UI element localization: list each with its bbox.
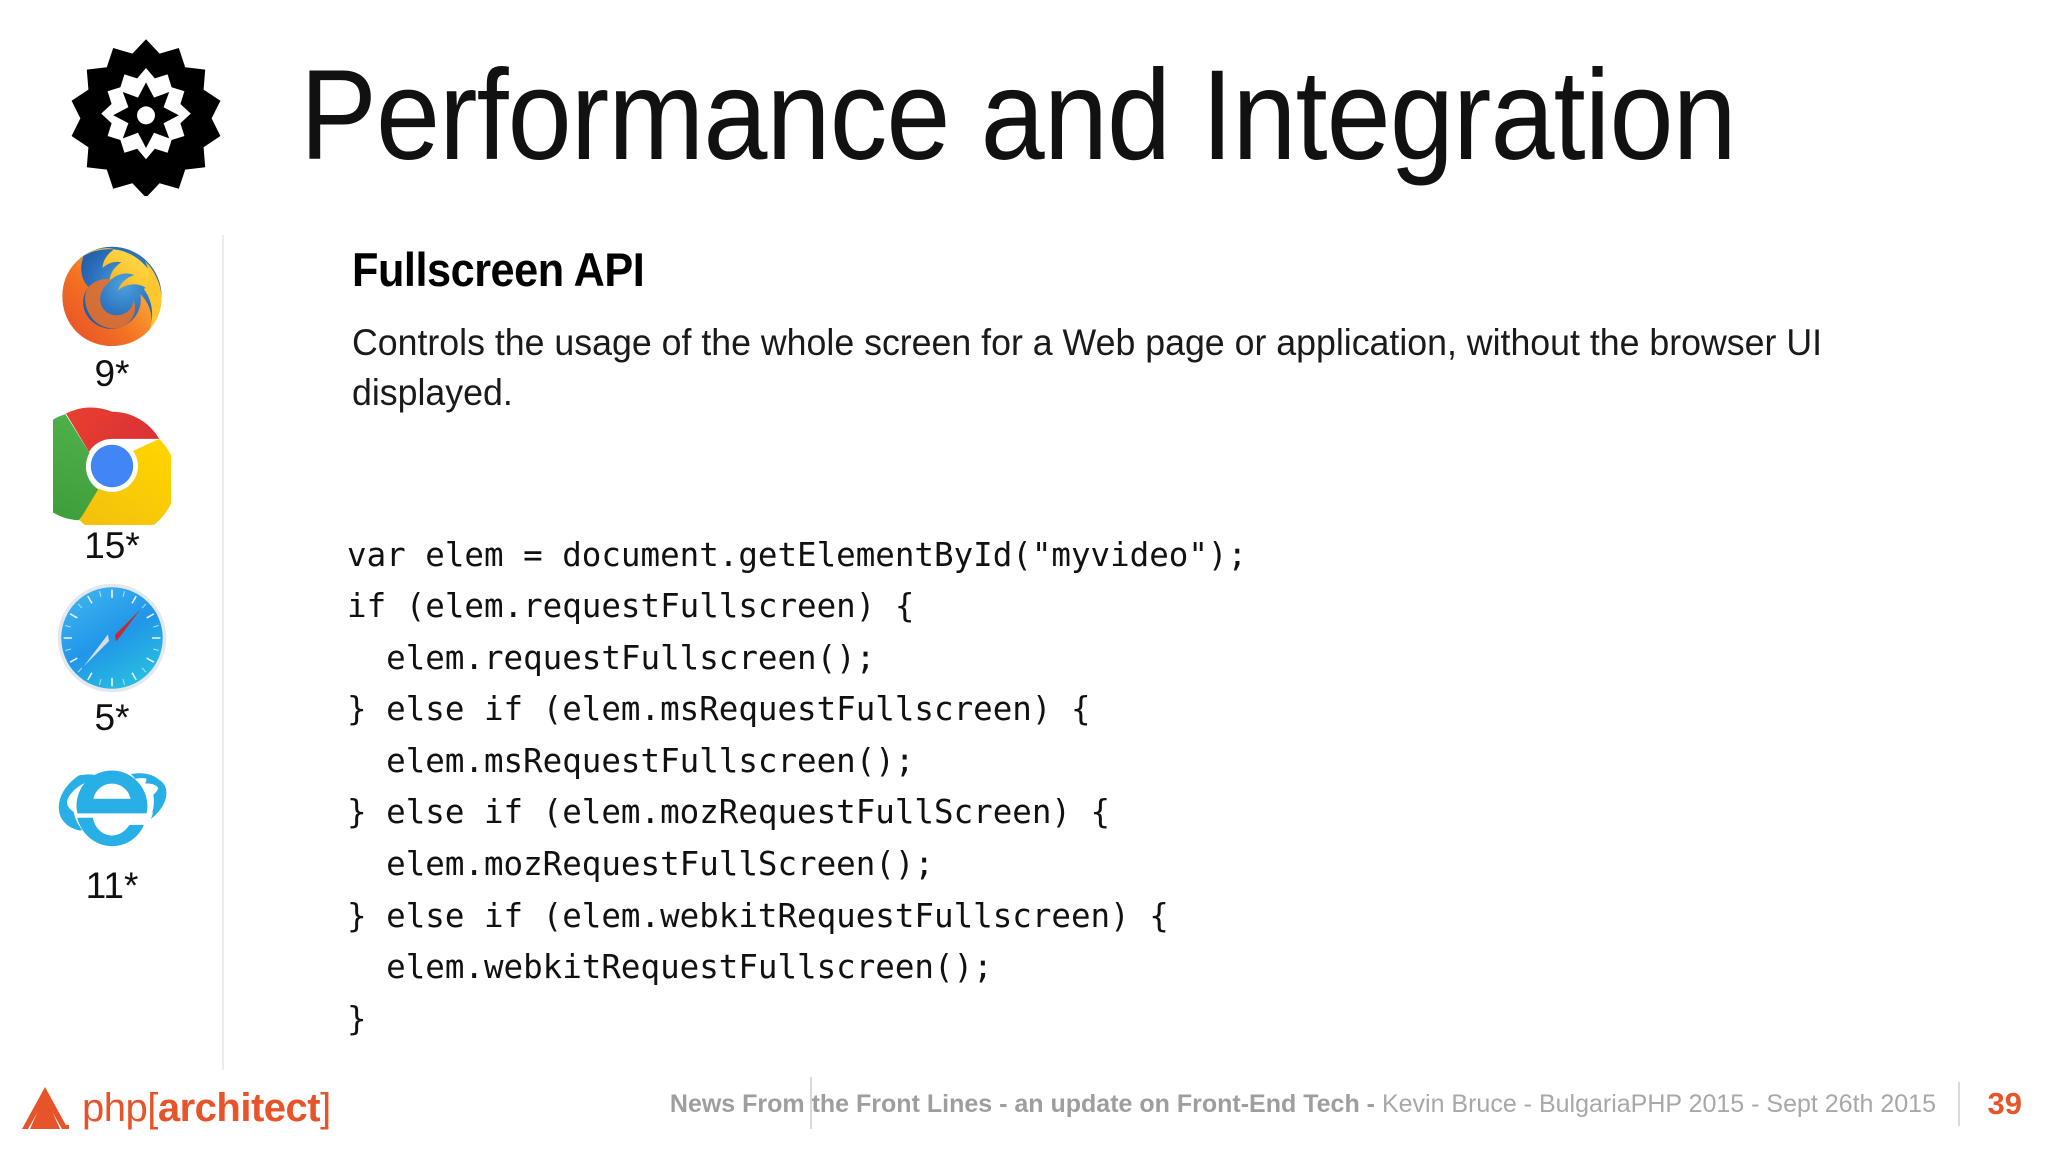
- chrome-icon: [53, 407, 171, 525]
- php-architect-logo: php[architect]: [20, 1080, 331, 1136]
- browser-support-firefox: 9*: [0, 235, 224, 392]
- logo-text-close: ]: [320, 1086, 331, 1130]
- footer-talk-title: News From the Front Lines - an update on…: [669, 1090, 1382, 1118]
- footer-meta: News From the Front Lines - an update on…: [670, 1092, 1936, 1117]
- api-description: Controls the usage of the whole screen f…: [352, 322, 1823, 413]
- browser-version-safari: 5*: [94, 697, 130, 738]
- browser-support-ie: 11*: [0, 747, 224, 904]
- main-content: Fullscreen API Controls the usage of the…: [347, 243, 2012, 1038]
- logo-text-light: php[: [82, 1086, 158, 1130]
- browser-version-ie: 11*: [85, 865, 139, 906]
- page-title: Performance and Integration: [300, 44, 1737, 187]
- footer-speaker-meta: Kevin Bruce - BulgariaPHP 2015 - Sept 26…: [1381, 1090, 1936, 1118]
- page-number: 39: [1987, 1086, 2022, 1121]
- code-sample: var elem = document.getElementById("myvi…: [347, 535, 1248, 1038]
- browser-support-safari: 5*: [0, 579, 224, 736]
- browser-version-firefox: 9*: [94, 353, 130, 394]
- footer-divider: [810, 1077, 812, 1129]
- gear-flower-icon: [71, 39, 221, 196]
- slide-header: Performance and Integration: [0, 0, 2048, 225]
- triangle-icon: [22, 1087, 69, 1129]
- safari-icon: [57, 583, 167, 693]
- firefox-icon: [62, 246, 162, 346]
- logo-text-bold: architect: [157, 1086, 321, 1130]
- footer-page-divider: [1958, 1082, 1960, 1126]
- internet-explorer-icon: [58, 770, 167, 847]
- slide-footer: php[architect] News From the Front Lines…: [0, 1068, 2048, 1152]
- php-architect-wordmark: php[architect]: [82, 1088, 331, 1128]
- browser-support-sidebar: 9*: [0, 235, 224, 1070]
- api-heading: Fullscreen API: [352, 243, 645, 296]
- browser-version-chrome: 15*: [84, 525, 140, 566]
- browser-support-chrome: 15*: [0, 407, 224, 564]
